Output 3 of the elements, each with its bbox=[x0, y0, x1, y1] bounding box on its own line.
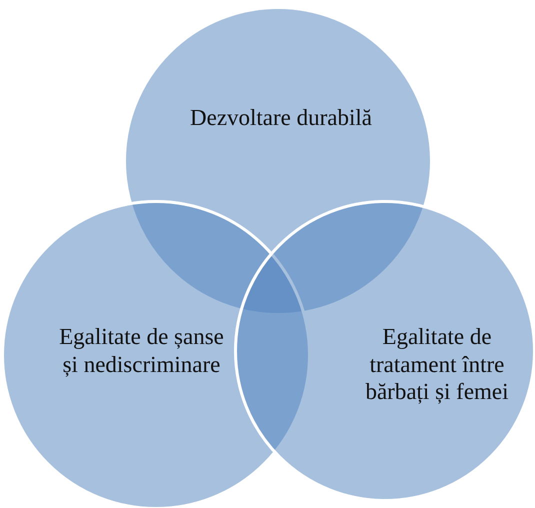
circle-label: Egalitate de tratament între bărbați și femei bbox=[364, 323, 510, 406]
circle-label: Egalitate de șanse și nediscriminare bbox=[58, 323, 225, 378]
circle-label: Dezvoltare durabilă bbox=[189, 104, 373, 132]
